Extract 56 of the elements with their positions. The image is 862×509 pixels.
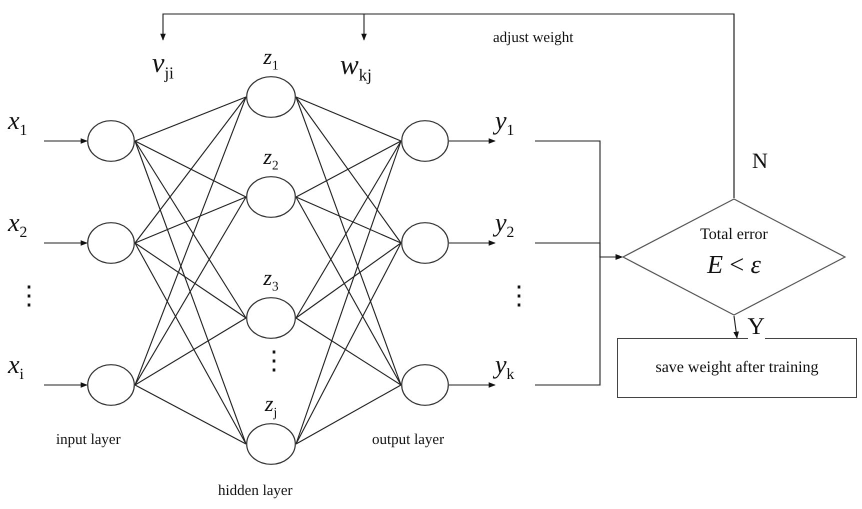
- arrow: [449, 382, 496, 388]
- node-label: z$_{1}$: [262, 46, 280, 72]
- connection-line: [296, 318, 402, 386]
- connection-line: [296, 242, 402, 444]
- variable-label: y$_{2}$: [495, 210, 535, 244]
- connection-line: [296, 96, 402, 244]
- connection-line: [134, 196, 246, 244]
- layer-label: hidden layer: [218, 484, 293, 499]
- layer-label: input layer: [56, 433, 121, 448]
- node-label: z$_{3}$: [262, 267, 280, 293]
- connection-line: [295, 140, 402, 444]
- ellipsis-mark: ⋮: [506, 283, 532, 309]
- connection-line: [295, 96, 402, 386]
- connection-line: [134, 140, 247, 444]
- connection-line: [134, 96, 246, 244]
- weight-symbol: v$_{ji}$: [152, 50, 174, 82]
- node-label: z$_{2}$: [262, 146, 280, 172]
- connection-line: [134, 96, 247, 386]
- connection-line: [134, 384, 246, 444]
- edge-label: Y: [748, 315, 765, 339]
- layer-label: output layer: [372, 433, 444, 448]
- variable-label: y$_{1}$: [495, 108, 535, 142]
- weight-symbol: w$_{kj}$: [340, 52, 372, 84]
- connection-line: [296, 384, 402, 444]
- node-label: z$_{j}$: [264, 393, 278, 419]
- connection-line: [296, 140, 402, 198]
- connection-line: [134, 242, 246, 444]
- decision-diamond: Total error E < ε: [622, 198, 846, 316]
- note-text: adjust weight: [493, 31, 574, 46]
- connection-line: [134, 318, 246, 386]
- connection-line: [296, 242, 402, 318]
- connection-line: [134, 242, 246, 318]
- arrow: [535, 254, 623, 386]
- connection-line: [296, 196, 402, 244]
- variable-label: x$_{2}$: [8, 210, 44, 244]
- branch-label: N: [752, 150, 768, 172]
- arrow: [733, 316, 739, 339]
- variable-label: y$_{k}$: [495, 352, 535, 386]
- arrow: [361, 13, 735, 198]
- arrow: [449, 138, 496, 144]
- ellipsis-mark: ⋮: [261, 348, 287, 374]
- connection-line: [134, 96, 246, 142]
- connection-line: [134, 140, 246, 318]
- connection-line: [134, 196, 246, 386]
- arrow: [44, 382, 88, 388]
- arrow: [449, 240, 496, 246]
- variable-label: x$_{i}$: [8, 352, 44, 386]
- connection-line: [296, 96, 402, 142]
- arrow: [44, 138, 88, 144]
- ellipsis-mark: ⋮: [16, 283, 42, 309]
- process-box: save weight after training: [617, 338, 857, 398]
- arrow: [44, 240, 88, 246]
- connection-line: [296, 140, 402, 318]
- variable-label: x$_{1}$: [8, 108, 44, 142]
- connection-line: [296, 196, 402, 386]
- connection-line: [134, 140, 246, 198]
